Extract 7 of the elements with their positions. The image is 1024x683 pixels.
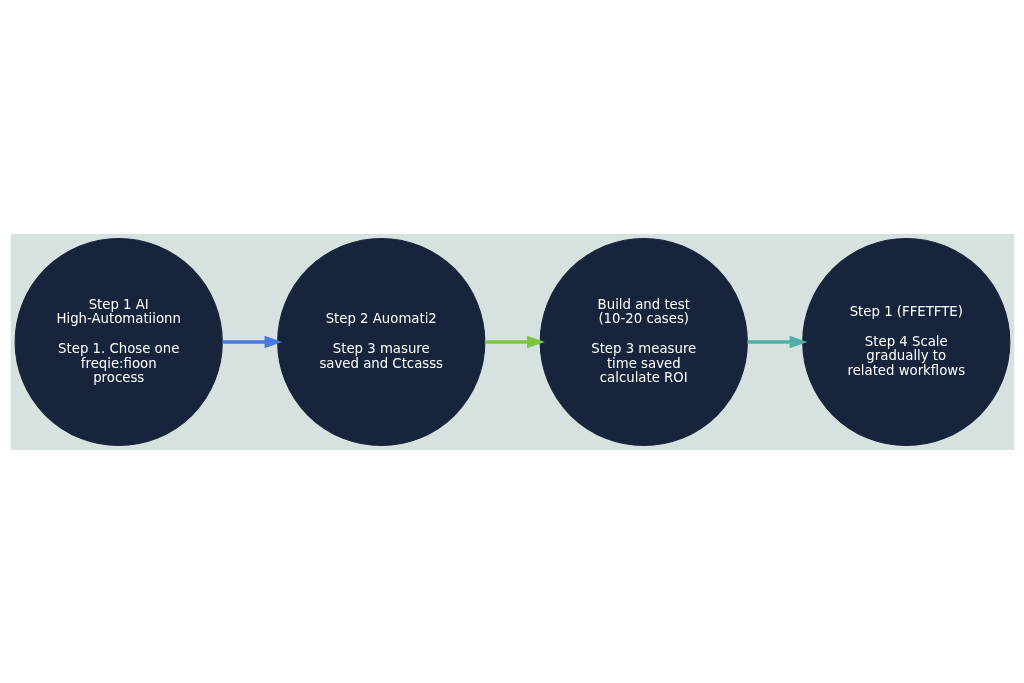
arrow: [484, 335, 545, 348]
arrow: [221, 335, 282, 348]
node-circle: Build and test (10-20 cases) Step 3 measure time saved calculate ROI: [539, 237, 748, 446]
node-circle: Step 1 AI High-Automatiionn Step 1. Chose one freqie:fioon process: [14, 237, 223, 446]
node-circle: Step 2 Auomati2 Step 3 masure saved and Ctcasss: [276, 237, 485, 446]
arrow: [746, 335, 807, 348]
node-circle: Step 1 (FFETFTE) Step 4 Scale gradually to related workflows: [801, 237, 1010, 446]
